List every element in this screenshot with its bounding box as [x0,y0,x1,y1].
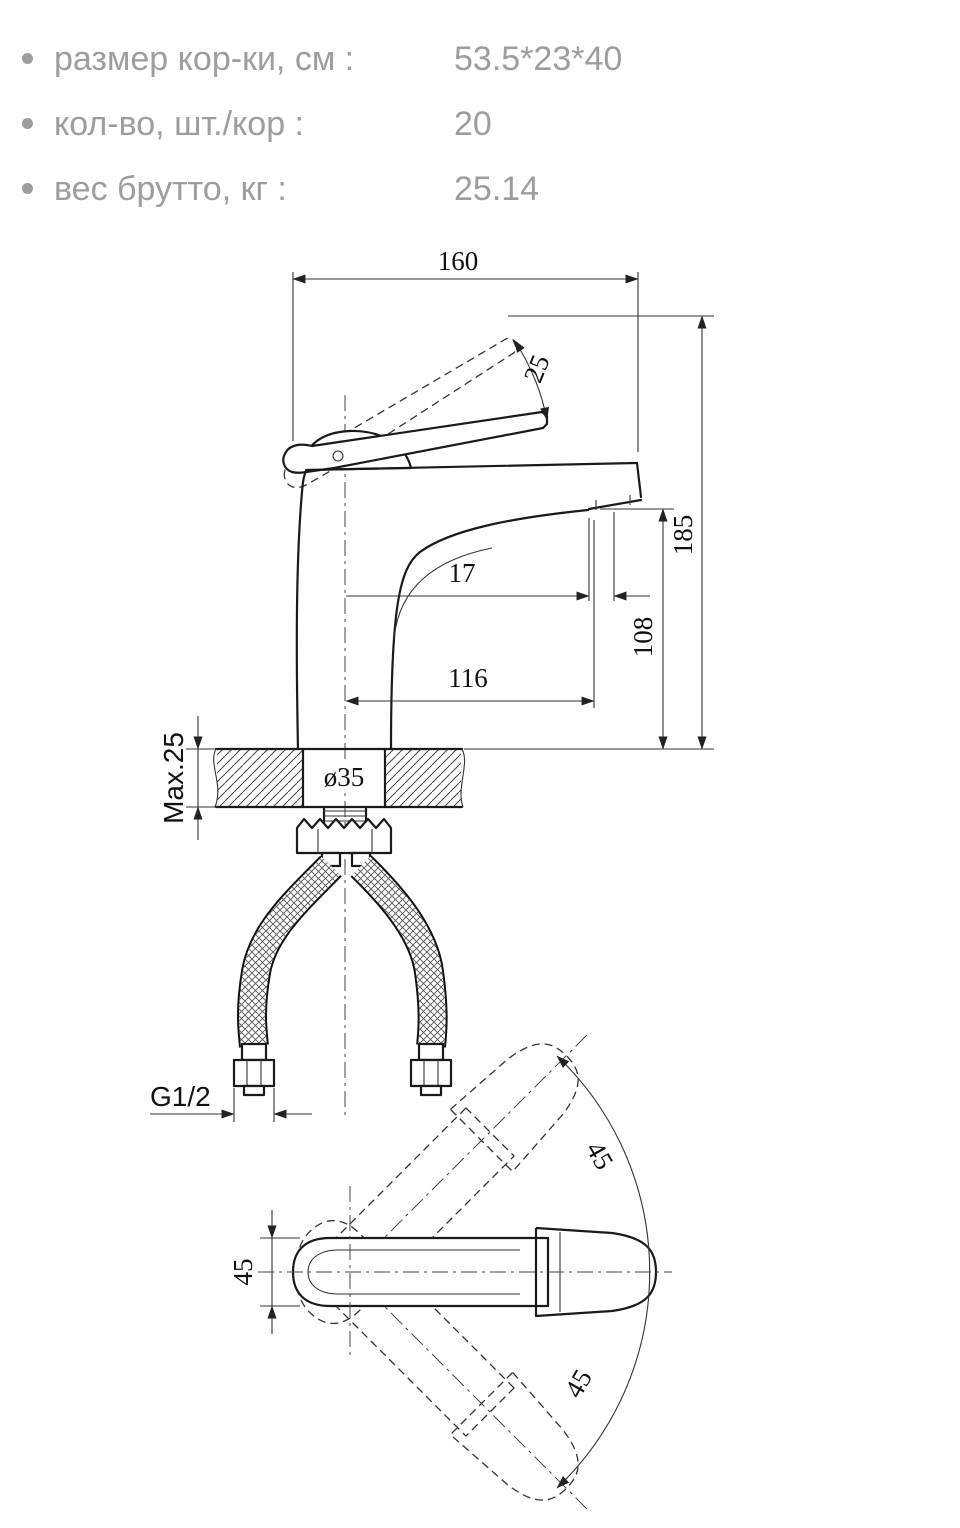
product-specs-list: размер кор-ки, см : 53.5*23*40 кол-во, ш… [22,26,622,221]
ferrule-left [240,1042,268,1062]
deck-break-left [213,748,219,808]
spec-value: 53.5*23*40 [454,39,623,78]
body-inner-contour [393,547,493,641]
dim-outlet-offset: 17 [346,512,650,601]
spec-value: 25.14 [454,169,540,208]
spec-label: вес брутто, кг : [54,169,287,208]
aerator-bottom [587,498,643,511]
dim-hole-diameter: ø35 [314,762,374,792]
dim-text-45-width: 45 [228,1259,258,1286]
dimensions-side-view: 160 25 185 108 17 116 [150,246,714,1122]
fitting-nut-left-facets [246,1060,262,1086]
spec-label: размер кор-ки, см : [54,39,355,78]
bullet-icon [22,183,33,194]
dim-overall-height: 185 [464,315,714,750]
swing-axis-lower [349,1271,589,1511]
lock-nut [295,817,393,855]
lever-handle [282,410,549,474]
dim-text-g12: G1/2 [150,1081,211,1112]
fitting-nut-left [232,1058,276,1088]
dim-text-185: 185 [668,515,698,556]
fitting-nut-right [409,1058,453,1088]
faucet-side-view [213,337,643,1115]
dim-text-108: 108 [628,617,658,658]
bullet-icon [22,53,33,64]
mounting-assembly [295,805,393,868]
body-left-edge [295,468,309,751]
dim-deck-thickness: Max.25 [158,716,218,840]
dim-handle-width: 45 [228,1210,300,1334]
dim-text-max25: Max.25 [158,732,189,824]
thread-ticks [324,810,366,822]
hose-right-braid [351,856,446,1048]
spout-top-edge [304,461,639,472]
spec-row: кол-во, шт./кор : 20 [22,91,622,156]
swing-axis-upper [349,1033,589,1273]
hose-left-braid [239,856,341,1048]
supply-hoses [237,855,448,1048]
counter-section [213,747,466,809]
fitting-nut-right-facets [423,1060,439,1086]
nut-facets [317,829,373,853]
hose-fittings [232,1042,453,1097]
spec-row: размер кор-ки, см : 53.5*23*40 [22,26,622,91]
dim-thread-size: G1/2 [150,1081,312,1122]
deck-break-right [460,748,466,808]
deck-hatch-right [386,750,461,806]
dim-spout-reach: 116 [345,520,595,708]
dim-text-45-upper: 45 [580,1136,619,1174]
deck-hatch-left [217,750,302,806]
dim-text-116: 116 [448,663,488,693]
aerator-detail [595,495,631,510]
handle-raised-dashed [283,337,517,489]
fitting-end-right [419,1084,443,1097]
dim-text-d35: ø35 [324,762,365,792]
dim-text-17: 17 [449,558,476,588]
ferrule-right [417,1042,445,1062]
spout-underside [389,508,590,751]
hole-edges [301,747,387,809]
spec-label: кол-во, шт./кор : [54,104,305,143]
label-backing [314,762,374,790]
swing-arc [556,1055,651,1489]
dim-overall-width: 160 [292,246,639,452]
dim-text-160: 160 [438,246,479,276]
handle-top-view: 45 45 45 [228,1023,672,1521]
fitting-end-left [242,1084,266,1097]
spout-tip-face [635,461,643,499]
handle-pivot-pin [332,450,344,462]
spec-row: вес брутто, кг : 25.14 [22,156,622,221]
dim-spout-height: 108 [600,508,674,750]
dim-handle-angle: 25 [513,339,556,421]
dim-text-45-lower: 45 [558,1364,597,1402]
bullet-icon [22,118,33,129]
spec-value: 20 [454,104,492,143]
